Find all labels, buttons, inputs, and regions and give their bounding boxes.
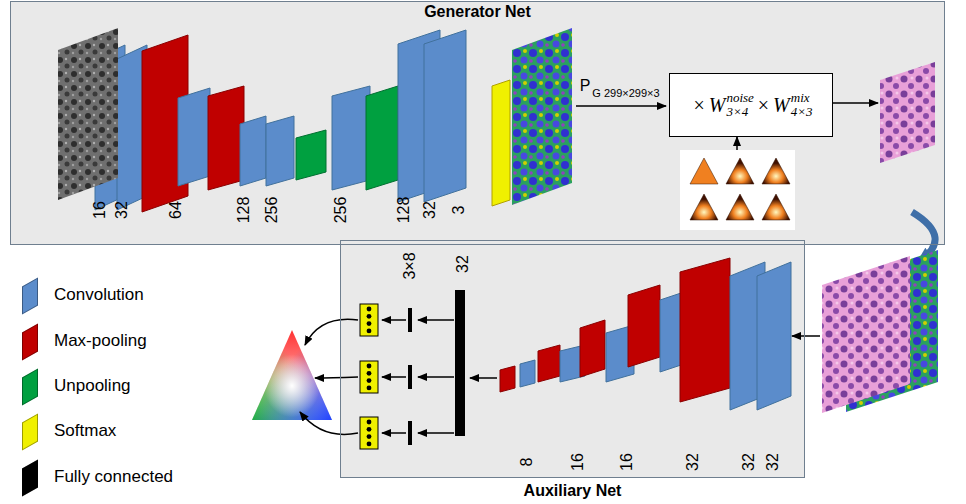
arrow [418, 319, 454, 321]
legend-swatch [22, 459, 38, 496]
unit-dot [367, 329, 372, 334]
layer-plane [332, 86, 370, 190]
layer-plane [580, 320, 605, 377]
fc-bar [408, 421, 412, 445]
layer-plane [366, 86, 398, 190]
legend-swatch [22, 323, 38, 360]
panel-title: Auxiliary Net [341, 482, 804, 500]
legend-text: Convolution [54, 285, 144, 305]
channel-count: 256 [332, 197, 350, 224]
matrix-symbol: W [709, 94, 726, 117]
unit-dot [367, 420, 372, 425]
layer-plane [296, 130, 326, 180]
unit-dot [367, 427, 372, 432]
layer-plane [680, 258, 730, 402]
channel-count: 32 [684, 453, 702, 471]
panel-title: Generator Net [11, 3, 944, 21]
superscript: noise [726, 91, 753, 105]
channel-count: 3×8 [401, 252, 419, 279]
channel-count: 128 [395, 197, 413, 224]
legend-text: Max-pooling [54, 331, 147, 351]
arrow [418, 432, 454, 434]
fc-bar [408, 308, 412, 332]
legend-swatch [22, 368, 38, 405]
unit-dot [367, 434, 372, 439]
matrix-box: ×Wnoise3×4×Wmix4×3 [669, 73, 833, 137]
layer-plane [520, 360, 535, 387]
channel-count: 16 [618, 453, 636, 471]
layer-plane [538, 345, 560, 382]
operator: × [758, 94, 769, 117]
layer-plane [500, 366, 515, 392]
channel-count: 32 [421, 201, 439, 219]
layer-plane [492, 80, 510, 206]
distribution-triangle [762, 194, 790, 220]
legend-text: Unpooling [54, 376, 131, 396]
channel-count: 32 [764, 453, 782, 471]
subscript: 4×3 [791, 105, 813, 119]
unit-dot [367, 307, 372, 312]
softmax-box [360, 304, 378, 336]
unit-dot [367, 371, 372, 376]
channel-count: 32 [113, 201, 131, 219]
channel-count: 16 [91, 201, 109, 219]
distribution-triangle [762, 158, 790, 184]
legend-swatch [22, 413, 38, 450]
channel-count: 8 [518, 458, 536, 467]
arrow [382, 376, 406, 378]
output-symbol: P [580, 77, 591, 95]
layer-plane [178, 88, 210, 186]
arrow [382, 319, 406, 321]
arrow [418, 376, 454, 378]
channel-count: 16 [569, 453, 587, 471]
distribution-triangle [726, 194, 754, 220]
fc-bar [408, 365, 412, 389]
softmax-box [360, 417, 378, 449]
layer-plane [628, 285, 660, 367]
legend-swatch [22, 277, 38, 314]
distribution-triangle [726, 158, 754, 184]
distribution-triangle [690, 158, 718, 184]
channel-count: 64 [167, 201, 185, 219]
output-symbol: G 299×299×3 [592, 87, 659, 100]
network-panel: Generator Net×Wnoise3×4×Wmix4×3 [10, 1, 945, 245]
legend-text: Softmax [54, 421, 116, 441]
unit-dot [367, 314, 372, 319]
operator: × [693, 94, 704, 117]
index-stack: mix4×3 [791, 91, 813, 119]
softmax-box [360, 361, 378, 393]
subscript: 3×4 [726, 105, 753, 119]
arrow [382, 432, 406, 434]
channel-count: 32 [454, 255, 472, 273]
index-stack: noise3×4 [726, 91, 753, 119]
layer-plane [240, 116, 266, 186]
channel-count: 128 [235, 197, 253, 224]
matrix-symbol: W [773, 94, 790, 117]
unit-dot [367, 386, 372, 391]
unit-dot [367, 378, 372, 383]
layer-plane [424, 30, 466, 202]
channel-count: 3 [450, 206, 468, 215]
layer-plane [266, 116, 294, 186]
channel-count: 256 [263, 197, 281, 224]
unit-dot [367, 321, 372, 326]
unit-dot [367, 364, 372, 369]
unit-dot [367, 442, 372, 447]
channel-count: 32 [740, 453, 758, 471]
distribution-triangle [690, 194, 718, 220]
layer-plane [757, 262, 791, 410]
superscript: mix [791, 91, 813, 105]
legend-text: Fully connected [54, 467, 173, 487]
layer-plane [208, 86, 244, 190]
